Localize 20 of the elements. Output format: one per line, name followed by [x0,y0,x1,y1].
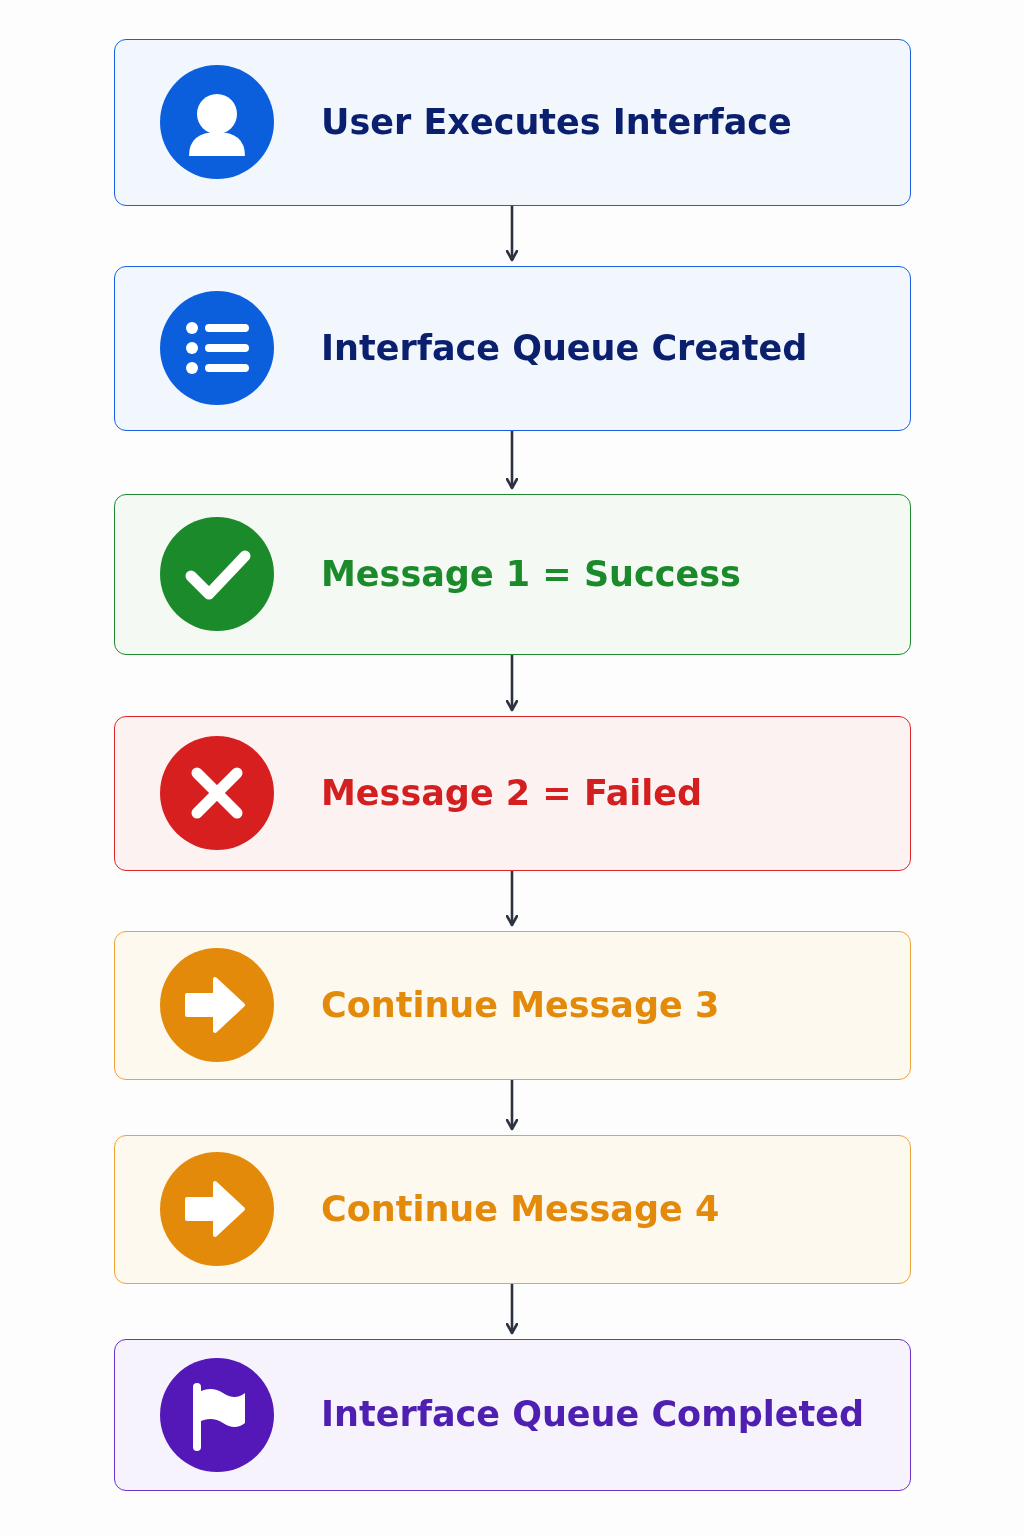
step-label: Message 2 = Failed [321,772,703,813]
process-box [114,931,911,1080]
process-box [114,1135,911,1284]
step-label: Interface Queue Created [321,327,808,368]
process-box [114,1339,911,1491]
arrow [505,206,519,262]
arrow [505,871,519,927]
step-label: Interface Queue Completed [321,1394,864,1434]
arrow [505,1080,519,1131]
process-box [114,39,911,206]
process-box [114,716,911,871]
step-label: User Executes Interface [321,101,792,142]
arrow [505,655,519,712]
process-box [114,266,911,431]
step-label: Message 1 = Success [321,553,741,594]
process-box [114,494,911,655]
step-label: Continue Message 4 [321,1188,720,1229]
step-label: Continue Message 3 [321,984,720,1025]
arrow [505,431,519,490]
arrow [505,1284,519,1335]
